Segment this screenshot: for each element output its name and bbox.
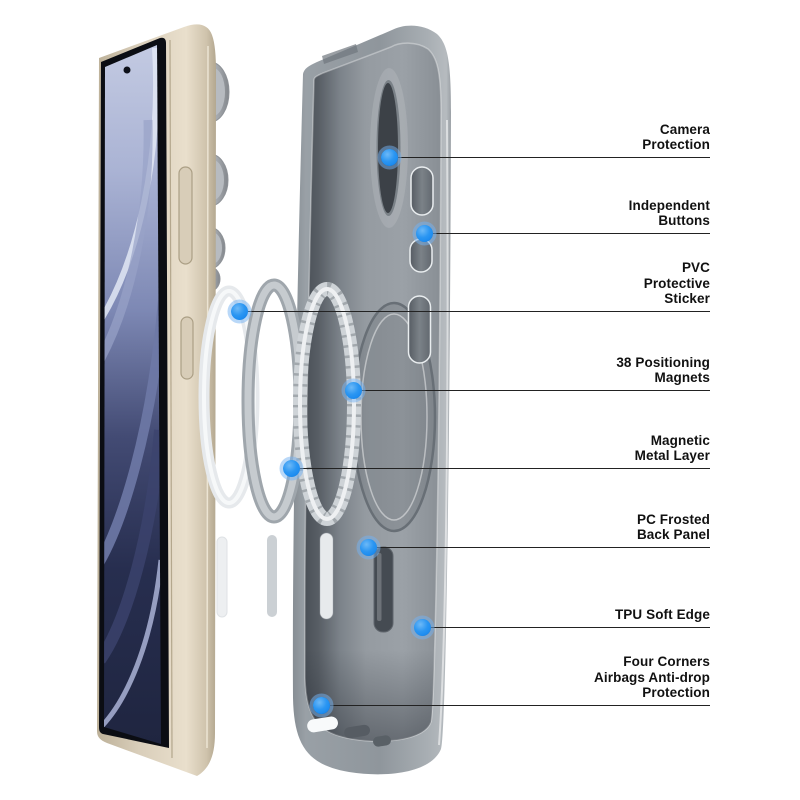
magnet-ring <box>293 282 361 526</box>
case-edge-highlight <box>438 119 449 746</box>
callout-label: PC Frosted Back Panel <box>636 511 710 542</box>
callout-line <box>321 705 710 706</box>
callout-label: PVC Protective Sticker <box>643 260 710 306</box>
callout-dot-icon <box>381 149 398 166</box>
callout-line <box>239 311 710 312</box>
callout-line <box>422 627 710 628</box>
callout-label: Four Corners Airbags Anti-drop Protectio… <box>594 654 710 700</box>
phone-side-buttons <box>178 166 194 380</box>
callout-dot-icon <box>416 225 433 242</box>
magnet-bars <box>216 532 334 620</box>
callout-dot-icon <box>231 303 248 320</box>
callout-dot-icon <box>345 382 362 399</box>
case-interior <box>304 43 441 742</box>
callout-line <box>389 157 710 158</box>
callout-dot-icon <box>283 460 300 477</box>
callout-label: Camera Protection <box>642 121 710 152</box>
phone-wallpaper <box>104 47 161 730</box>
phone <box>97 24 230 777</box>
callout-dot-icon <box>313 697 330 714</box>
case-bottom-cutouts <box>307 716 391 747</box>
case-side-buttons <box>407 166 434 364</box>
callout-line <box>424 233 710 234</box>
case-camera-cutout <box>370 68 408 228</box>
callout-label: Magnetic Metal Layer <box>634 432 710 463</box>
phone-frame-crease <box>169 39 173 759</box>
phone-screen <box>104 45 161 744</box>
callout-line <box>353 390 710 391</box>
callout-label: 38 Positioning Magnets <box>616 354 710 385</box>
callout-line <box>368 547 710 548</box>
callout-line <box>291 468 710 469</box>
exploded-layers <box>198 278 361 620</box>
phone-punch-camera <box>123 66 131 74</box>
callout-label: Independent Buttons <box>628 197 710 228</box>
callout-dot-icon <box>414 619 431 636</box>
callout-dot-icon <box>360 539 377 556</box>
case-magnet-bar-recess <box>373 546 394 633</box>
case-top-notch <box>322 44 358 64</box>
callout-label: TPU Soft Edge <box>614 606 710 622</box>
